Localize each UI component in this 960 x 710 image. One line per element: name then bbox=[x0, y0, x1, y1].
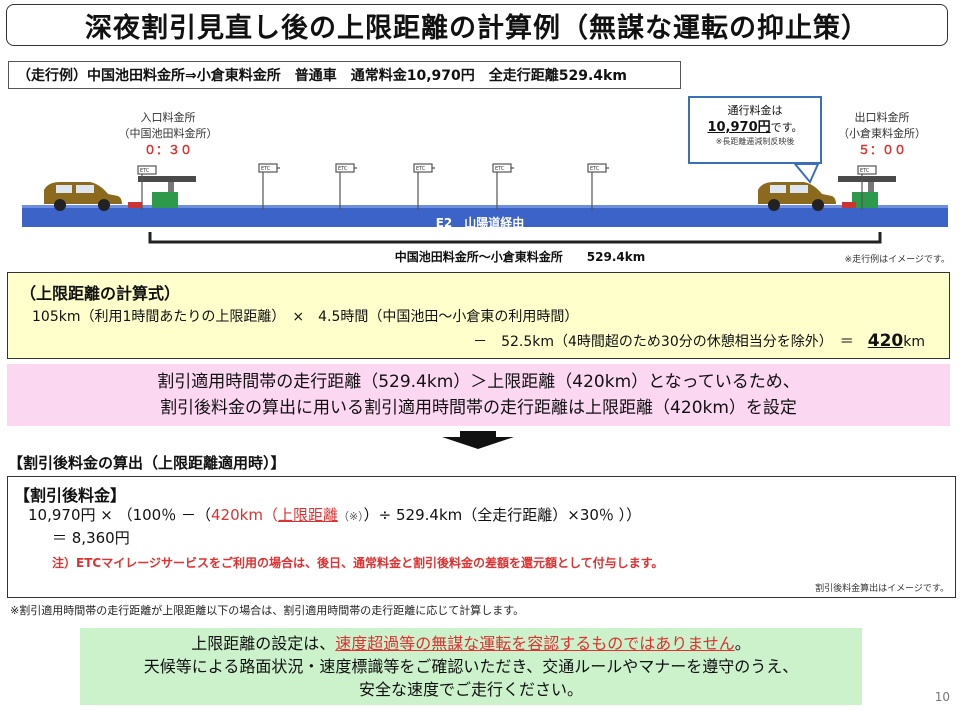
down-arrow-icon bbox=[442, 431, 514, 449]
callout-fee-line: 10,970円です。 bbox=[690, 119, 820, 136]
formula-box: （上限距離の計算式） 105km（利用1時間あたりの上限距離） × 4.5時間（… bbox=[7, 272, 950, 359]
footnote: ※割引適用時間帯の走行距離が上限距離以下の場合は、割引適用時間帯の走行距離に応じ… bbox=[10, 604, 525, 617]
safety-warning: 速度超過等の無謀な運転を容認するものではありません bbox=[335, 634, 735, 653]
formula-line1: 105km（利用1時間あたりの上限距離） × 4.5時間（中国池田～小倉東の利用… bbox=[32, 309, 579, 325]
calc-line1-underlined: 上限距離 bbox=[277, 506, 338, 524]
calc-box: 【割引後料金】 10,970円 × （100％ －（420km（上限距離（※））… bbox=[7, 476, 956, 598]
span-bracket bbox=[148, 232, 882, 244]
etc-label: ETC bbox=[416, 166, 426, 172]
explanation-line1: 割引適用時間帯の走行距離（529.4km）＞上限距離（420km）となっているた… bbox=[157, 372, 800, 392]
explanation-line2: 割引後料金の算出に用いる割引適用時間帯の走行距離は上限距離（420km）を設定 bbox=[160, 398, 797, 418]
calc-note: 注）ETCマイレージサービスをご利用の場合は、後日、通常料金と割引後料金の差額を… bbox=[52, 556, 664, 570]
explanation-box: 割引適用時間帯の走行距離（529.4km）＞上限距離（420km）となっているた… bbox=[7, 364, 950, 426]
calc-line1-footnote-ref: （※） bbox=[337, 510, 364, 523]
callout-line1: 通行料金は bbox=[727, 104, 783, 117]
safety-line1: 上限距離の設定は、速度超過等の無謀な運転を容認するものではありません。 bbox=[80, 632, 862, 655]
etc-label: ETC bbox=[140, 168, 150, 174]
etc-label: ETC bbox=[860, 168, 870, 174]
calc-heading: 【割引後料金】 bbox=[14, 486, 127, 505]
page-title: 深夜割引見直し後の上限距離の計算例（無謀な運転の抑止策） bbox=[6, 4, 948, 46]
calc-image-note: 割引後料金算出はイメージです。 bbox=[815, 584, 949, 594]
calc-result: ＝ 8,360円 bbox=[52, 529, 130, 547]
etc-label: ETC bbox=[495, 166, 505, 172]
fee-callout: 通行料金は 10,970円です。 ※長距離逓減制反映後 bbox=[688, 96, 822, 164]
calc-line1-b: ）÷ 529.4km（全走行距離）×30％ ）） bbox=[363, 506, 642, 524]
safety-line3: 安全な速度でご走行ください。 bbox=[358, 680, 583, 699]
road bbox=[22, 207, 948, 227]
formula-line2-text: － 52.5km（4時間超のため30分の休憩相当分を除外） ＝ bbox=[473, 334, 868, 350]
calc-line1: 10,970円 × （100％ －（420km（上限距離（※））÷ 529.4k… bbox=[28, 504, 641, 525]
entry-label: 入口料金所 bbox=[140, 111, 196, 124]
safety-line1-post: 。 bbox=[734, 634, 751, 653]
exit-toll-label: 出口料金所 （小倉東料金所） ５：００ bbox=[832, 110, 932, 158]
etc-label: ETC bbox=[590, 166, 600, 172]
formula-heading: （上限距離の計算式） bbox=[20, 284, 181, 303]
entry-time: ０：３０ bbox=[143, 143, 192, 157]
exit-time: ５：００ bbox=[857, 143, 906, 157]
exit-toll-booth-icon bbox=[838, 176, 896, 208]
span-label: 中国池田料金所～小倉東料金所 529.4km bbox=[394, 250, 646, 264]
road-label: E2 山陽道経由 bbox=[435, 216, 525, 230]
car-icon bbox=[758, 182, 836, 211]
safety-line2: 天候等による路面状況・速度標識等をご確認いただき、交通ルールやマナーを遵守のうえ… bbox=[143, 657, 799, 676]
image-note: ※走行例はイメージです。 bbox=[844, 255, 950, 265]
entry-name: （中国池田料金所） bbox=[118, 127, 218, 140]
etc-label: ETC bbox=[338, 166, 348, 172]
calc-line1-a: 10,970円 × （100％ －（ bbox=[28, 506, 211, 524]
entry-toll-label: 入口料金所 （中国池田料金所） ０：３０ bbox=[118, 110, 218, 158]
formula-unit: km bbox=[903, 334, 925, 350]
formula-result: 420 bbox=[867, 331, 904, 351]
safety-line1-pre: 上限距離の設定は、 bbox=[191, 634, 336, 653]
safety-box: 上限距離の設定は、速度超過等の無謀な運転を容認するものではありません。 天候等に… bbox=[80, 628, 862, 705]
callout-note: ※長距離逓減制反映後 bbox=[715, 137, 795, 146]
callout-fee: 10,970円 bbox=[707, 120, 771, 135]
entry-toll-booth-icon bbox=[128, 176, 196, 208]
etc-label: ETC bbox=[261, 166, 271, 172]
calc-section-heading: 【割引後料金の算出（上限距離適用時）】 bbox=[8, 454, 286, 472]
callout-pointer bbox=[792, 163, 820, 184]
route-example: （走行例）中国池田料金所⇒小倉東料金所 普通車 通常料金10,970円 全走行距… bbox=[8, 61, 681, 89]
route-illustration: ETC ETC ETC ETC ETC ETC ETC bbox=[22, 163, 948, 244]
page-number: 10 bbox=[934, 690, 950, 704]
formula-line2: － 52.5km（4時間超のため30分の休憩相当分を除外） ＝ 420km bbox=[473, 331, 925, 351]
exit-label: 出口料金所 bbox=[854, 111, 910, 124]
exit-name: （小倉東料金所） bbox=[838, 127, 926, 140]
etc-gantry-icon bbox=[137, 163, 877, 210]
calc-line1-red: 420km（ bbox=[211, 506, 278, 524]
car-icon bbox=[44, 182, 122, 211]
callout-suffix: です。 bbox=[770, 121, 803, 134]
